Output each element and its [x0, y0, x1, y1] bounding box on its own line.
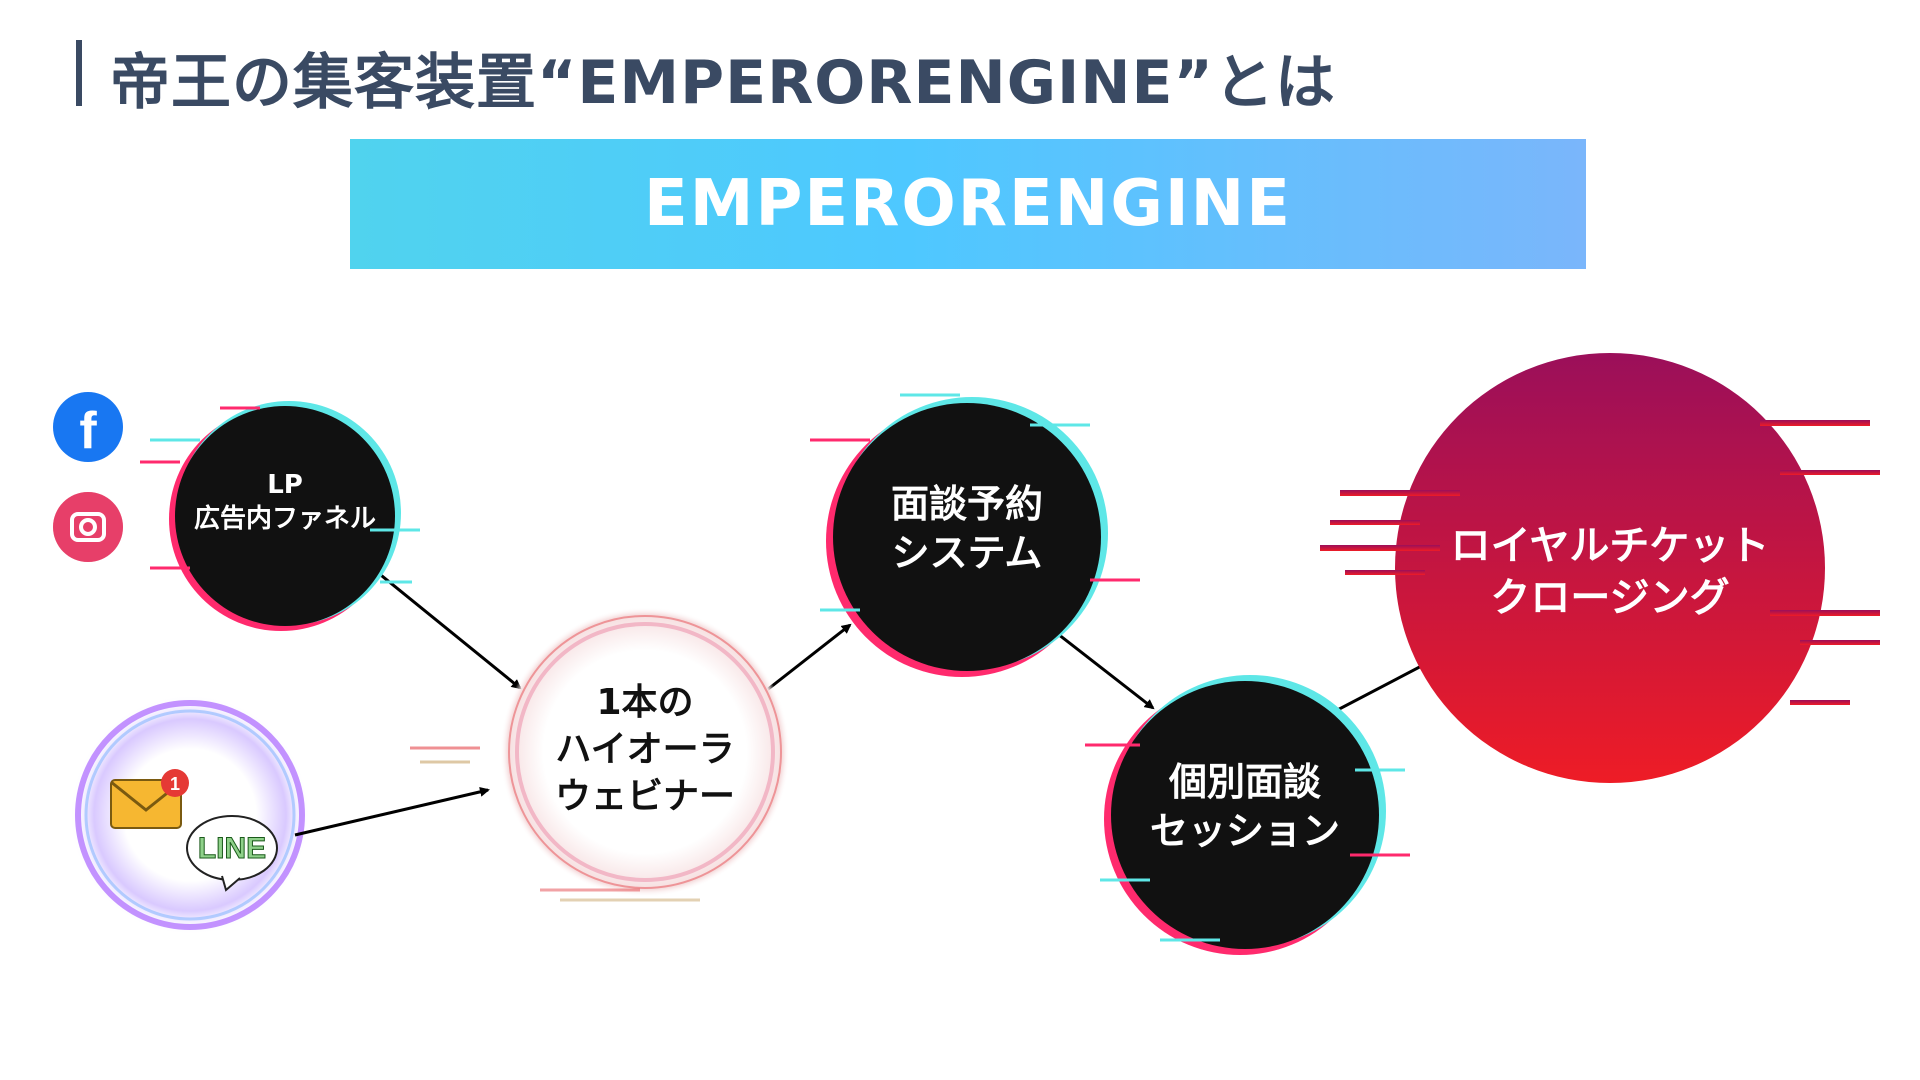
booking-line1: 面談予約	[890, 482, 1043, 526]
engine-banner: EMPERORENGINE	[350, 139, 1586, 269]
page-title: 帝王の集客装置“EMPERORENGINE”とは	[110, 48, 1336, 118]
booking-line2: システム	[891, 531, 1043, 576]
svg-text:f: f	[79, 402, 97, 460]
session-line1: 個別面談	[1168, 760, 1321, 804]
closing-line2: クロージング	[1490, 575, 1730, 621]
webinar-line1: 1本の	[596, 682, 694, 723]
webinar-line2: ハイオーラ	[555, 728, 735, 770]
session-label: 個別面談 セッション	[1125, 758, 1365, 857]
booking-node	[810, 393, 1140, 677]
booking-label: 面談予約 システム	[847, 480, 1087, 579]
facebook-icon: f	[53, 392, 123, 462]
line-icon: LINE	[186, 815, 278, 892]
mail-icon: 1	[110, 769, 189, 829]
banner-label: EMPERORENGINE	[644, 167, 1292, 241]
mail-badge-count: 1	[170, 774, 180, 794]
lp-funnel-label: LP 広告内ファネル	[175, 469, 395, 537]
webinar-line3: ウェビナー	[554, 775, 735, 817]
line-logo-text: LINE	[198, 832, 266, 865]
closing-line1: ロイヤルチケット	[1450, 523, 1770, 569]
messaging-glow-ring	[70, 695, 310, 935]
lp-funnel-line1: LP	[267, 470, 303, 500]
lp-funnel-line2: 広告内ファネル	[193, 503, 376, 534]
webinar-label: 1本の ハイオーラ ウェビナー	[525, 680, 765, 820]
session-node	[1085, 675, 1410, 955]
webinar-node	[410, 607, 790, 902]
arrow-messaging-to-webinar	[294, 786, 490, 837]
closing-node	[1320, 353, 1880, 783]
instagram-icon	[53, 492, 123, 562]
lp-funnel-node	[140, 401, 420, 631]
session-line2: セッション	[1149, 809, 1340, 854]
title-accent-bar	[76, 40, 82, 106]
closing-label: ロイヤルチケット クロージング	[1420, 520, 1800, 624]
